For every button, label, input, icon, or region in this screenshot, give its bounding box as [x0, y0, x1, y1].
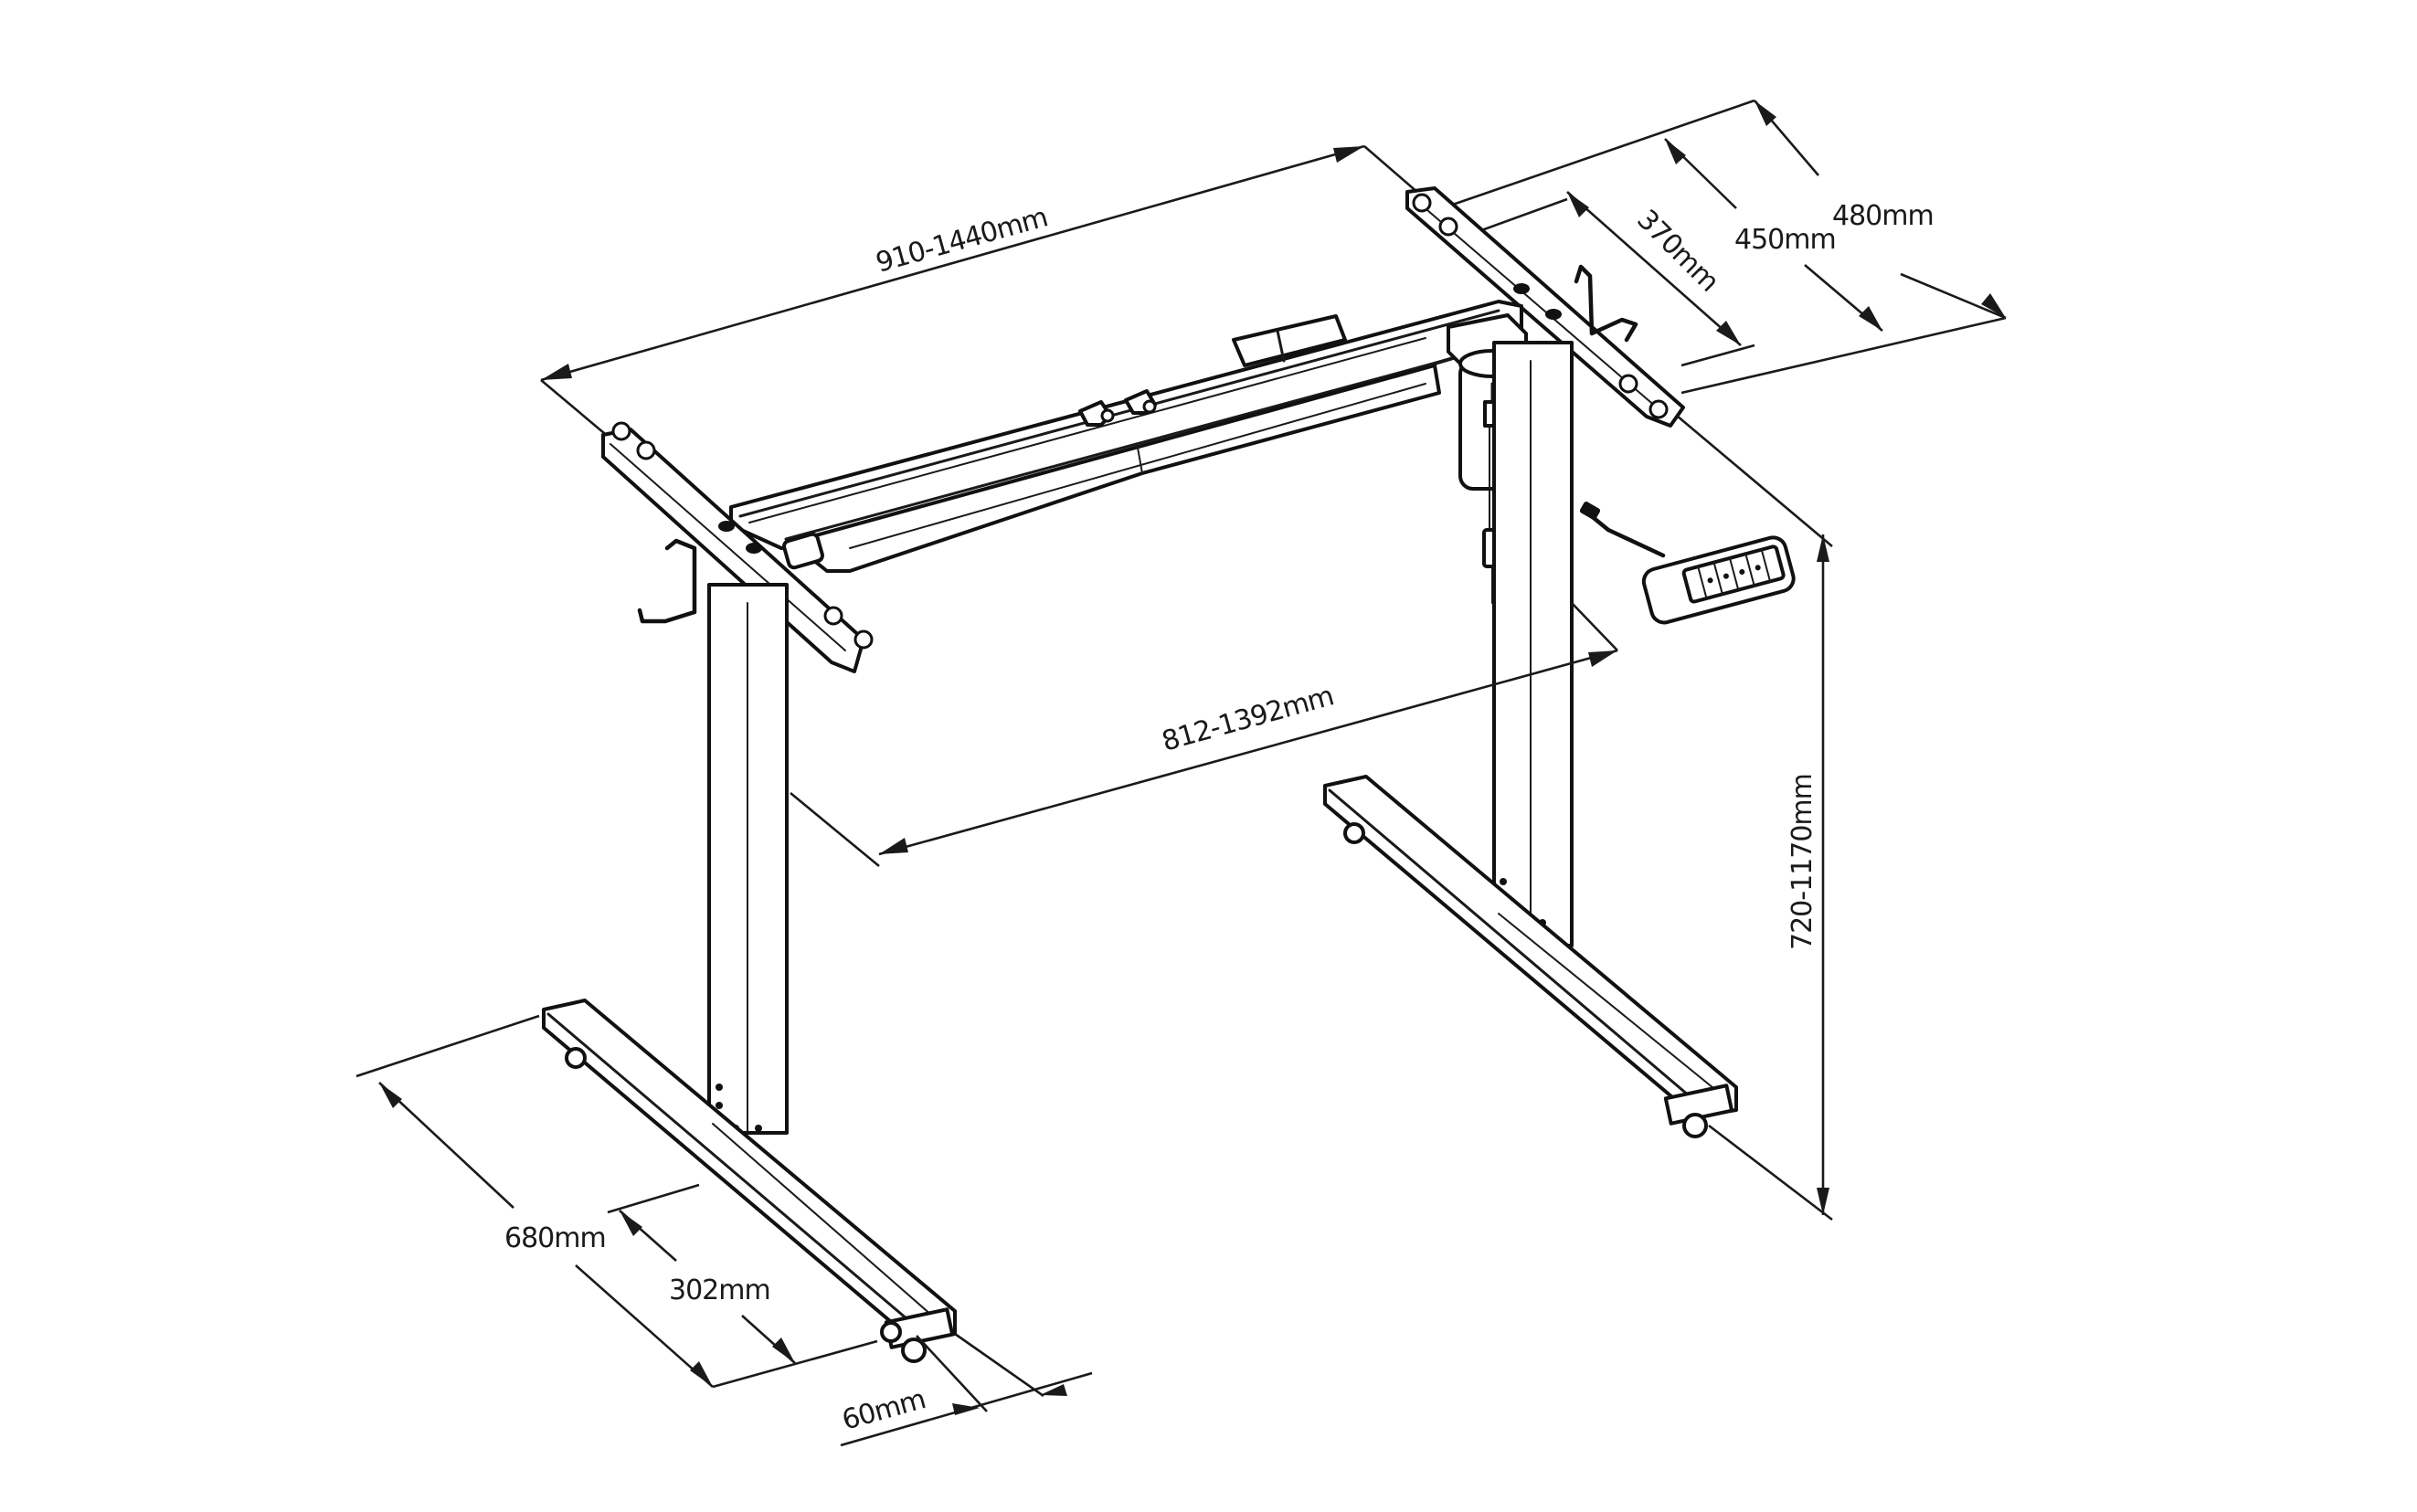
left-foot — [542, 999, 957, 1363]
dimension-foot-length: 680mm — [355, 1014, 714, 1388]
dim-label-foot-width: 60mm — [839, 1383, 929, 1436]
control-handset — [1579, 502, 1796, 625]
right-leg-column — [1492, 341, 1574, 947]
right-foot — [1323, 775, 1738, 1138]
crossbar — [729, 300, 1523, 573]
dim-label-height-range: 720-1170mm — [1786, 774, 1818, 950]
cable-hook-left — [637, 538, 697, 624]
dim-label-top-bracket-outer: 480mm — [1832, 200, 1934, 232]
dim-label-top-bracket-inner: 370mm — [1630, 204, 1724, 298]
left-leg-column — [707, 583, 789, 1135]
right-top-bracket — [1405, 186, 1685, 428]
crossbar-clamps — [1078, 389, 1157, 427]
dim-label-frame-width: 910-1440mm — [873, 201, 1051, 279]
cable-hook-right — [1574, 264, 1638, 343]
dim-label-foot-offset: 302mm — [669, 1274, 770, 1306]
dim-label-top-bracket-mid: 450mm — [1734, 224, 1836, 256]
dimension-foot-offset: 302mm — [607, 1183, 878, 1389]
dim-label-inner-leg-span: 812-1392mm — [1159, 680, 1337, 757]
left-top-bracket — [601, 421, 874, 673]
dimension-foot-width: 60mm — [839, 1332, 1093, 1447]
dim-label-foot-length: 680mm — [504, 1222, 606, 1254]
dimension-height-range: 720-1170mm — [1676, 415, 1833, 1221]
